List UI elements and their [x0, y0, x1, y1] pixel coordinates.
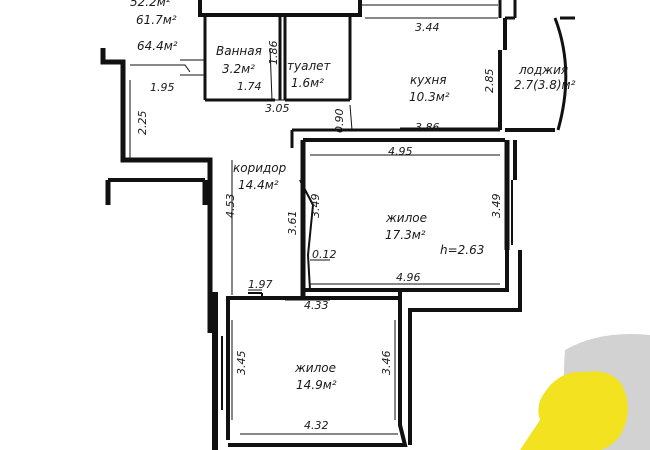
dim-2-85: 2.85: [483, 69, 496, 94]
dim-3-86: 3.86: [415, 121, 440, 134]
room-area-loggia: 2.7(3.8)м²: [514, 78, 576, 92]
dim-3-05: 3.05: [265, 102, 290, 115]
dim-1-74: 1.74: [237, 80, 262, 93]
room-area-toilet: 1.6м²: [291, 76, 324, 90]
yellow-blot: [520, 371, 628, 450]
dim-4-96: 4.96: [396, 271, 421, 284]
dim-4-95: 4.95: [388, 145, 413, 158]
dim-3-61: 3.61: [286, 211, 299, 236]
room-name-toilet: туалет: [287, 59, 331, 73]
dim-4-32: 4.32: [304, 419, 329, 432]
room-name-corridor: коридор: [233, 161, 287, 175]
dim-3-46: 3.46: [380, 351, 393, 376]
dim-0-12: 0.12: [312, 248, 337, 261]
room-name-bath: Ванная: [216, 44, 262, 58]
room-area-living2: 14.9м²: [296, 378, 337, 392]
dim-1-97: 1.97: [248, 278, 273, 291]
room-area-kitchen: 10.3м²: [409, 90, 450, 104]
total-area-top: 52.2м²: [130, 0, 171, 9]
living-area-total: 61.7м²: [136, 13, 177, 27]
room-name-loggia: лоджия: [518, 63, 568, 77]
outer-walls: [100, 0, 575, 450]
total-area: 64.4м²: [137, 39, 178, 53]
dim-0-90: 0.90: [333, 109, 346, 134]
dimension-lines: [129, 4, 500, 435]
room-area-living1: 17.3м²: [385, 228, 426, 242]
dim-2-25: 2.25: [136, 111, 149, 136]
dim-4-53: 4.53: [224, 194, 237, 219]
ceiling-height: h=2.63: [440, 243, 484, 257]
room-name-kitchen: кухня: [410, 73, 447, 87]
dim-3-49-left: 3.49: [309, 194, 322, 219]
dim-1-95: 1.95: [150, 81, 175, 94]
dim-1-86: 1.86: [267, 41, 280, 66]
dim-3-45: 3.45: [235, 351, 248, 376]
room-name-living2: жилое: [294, 361, 336, 375]
room-area-corridor: 14.4м²: [238, 178, 279, 192]
dim-3-44: 3.44: [415, 21, 440, 34]
room-area-bath: 3.2м²: [222, 62, 255, 76]
dim-4-33: 4.33: [304, 299, 329, 312]
room-name-living1: жилое: [385, 211, 427, 225]
dim-3-49-right: 3.49: [490, 194, 503, 219]
